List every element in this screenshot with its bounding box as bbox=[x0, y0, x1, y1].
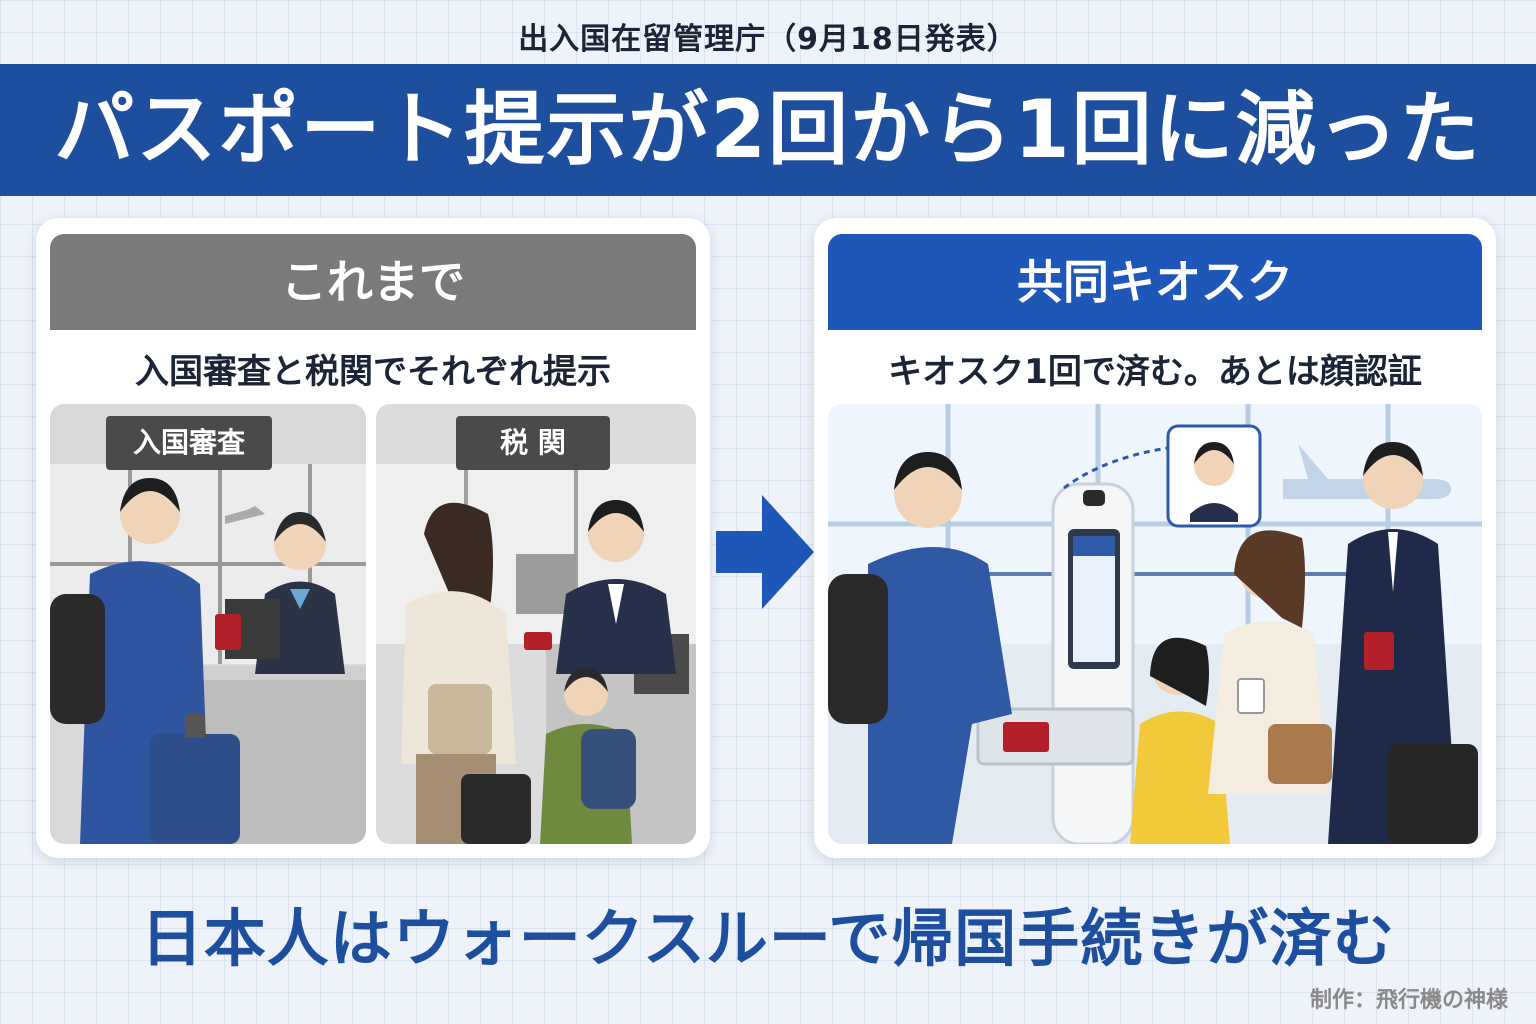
after-description: キオスク1回で済む。あとは顔認証 bbox=[888, 352, 1422, 392]
headline-title: パスポート提示が2回から1回に減った bbox=[54, 83, 1482, 176]
immigration-scene bbox=[50, 404, 366, 844]
immigration-sign: 入国審査 bbox=[106, 416, 272, 470]
conclusion-message: 日本人はウォークスルーで帰国手続きが済む bbox=[140, 902, 1396, 975]
before-panel: これまで 入国審査と税関でそれぞれ提示 入国審査 bbox=[36, 218, 710, 858]
credit-text: 制作：飛行機の神様 bbox=[1309, 988, 1508, 1013]
after-panel: 共同キオスク キオスク1回で済む。あとは顔認証 bbox=[814, 218, 1496, 858]
kiosk-scene bbox=[828, 404, 1482, 844]
before-heading: これまで bbox=[50, 234, 696, 330]
immigration-illustration bbox=[50, 404, 366, 844]
right-arrow-icon bbox=[716, 495, 814, 609]
customs-illustration bbox=[376, 404, 696, 844]
customs-scene bbox=[376, 404, 696, 844]
source-caption: 出入国在留管理庁（9月18日発表） bbox=[518, 22, 1018, 57]
after-heading: 共同キオスク bbox=[828, 234, 1482, 330]
kiosk-illustration bbox=[828, 404, 1482, 844]
customs-sign: 税 関 bbox=[456, 416, 610, 470]
before-description: 入国審査と税関でそれぞれ提示 bbox=[135, 352, 611, 392]
headline-banner: パスポート提示が2回から1回に減った bbox=[0, 64, 1536, 196]
